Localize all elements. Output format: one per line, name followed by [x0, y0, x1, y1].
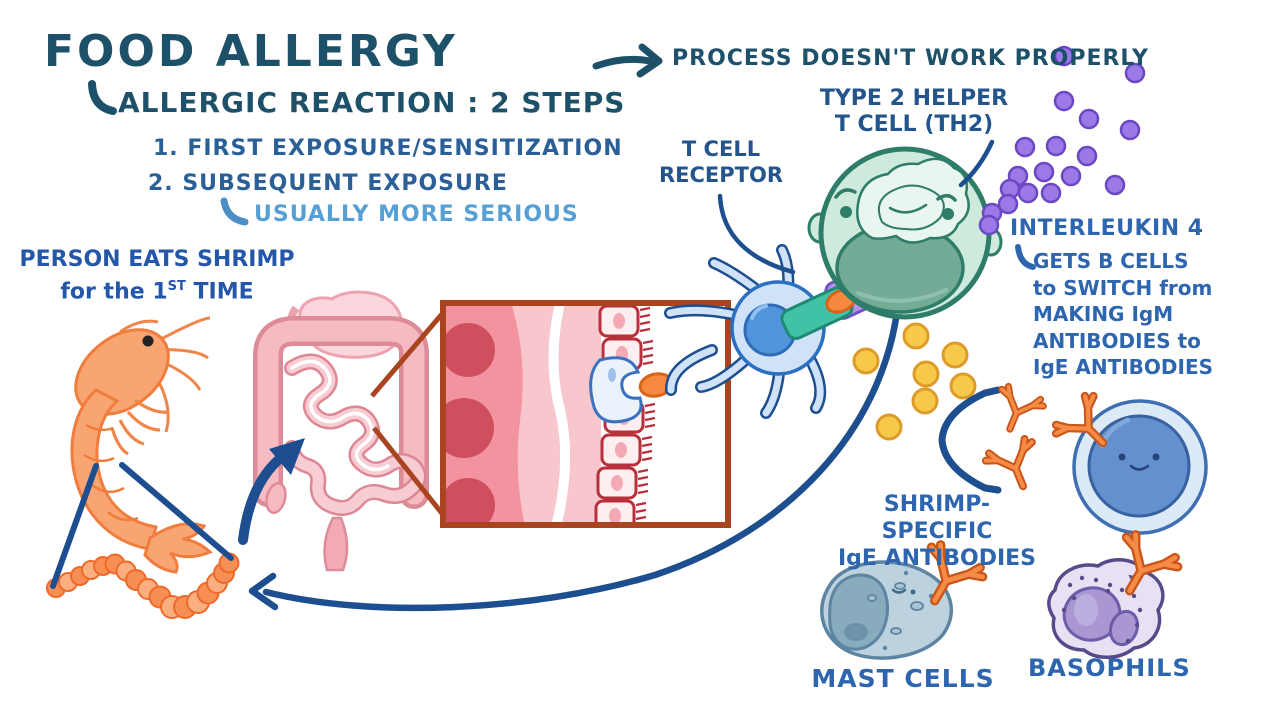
b-cell [1072, 399, 1208, 535]
t-cell-receptor-label: T CELL RECEPTOR [658, 137, 783, 187]
title-note: PROCESS DOESN'T WORK PROPERLY [672, 46, 1149, 71]
brace-bracket [938, 386, 1002, 494]
il4-molecule-dots [978, 45, 1146, 236]
antigen-dots [852, 322, 977, 441]
shrimp-specific-ige-label: SHRIMP-SPECIFIC IgE ANTIBODIES [837, 492, 1037, 571]
mast-cell [820, 560, 953, 660]
person-line2: for the 1ST TIME [60, 279, 254, 305]
curved-arrow-sensitization [248, 308, 901, 612]
step-2-note: USUALLY MORE SERIOUS [254, 202, 579, 227]
interleukin-4-label: INTERLEUKIN 4 [1010, 216, 1204, 241]
breakdown-lines [50, 462, 234, 589]
mast-cells-label: MAST CELLS [811, 664, 995, 693]
person-eats-shrimp-label: PERSON EATS SHRIMP for the 1ST TIME [16, 246, 298, 305]
gi-tract-illustration [253, 290, 429, 572]
basophils-label: BASOPHILS [1028, 654, 1191, 682]
subtitle: ALLERGIC REACTION : 2 STEPS [118, 86, 626, 119]
step-1: 1. FIRST EXPOSURE/SENSITIZATION [153, 136, 623, 161]
person-line1: PERSON EATS SHRIMP [19, 247, 295, 272]
intestinal-wall-inset [370, 300, 731, 528]
shrimp-illustration [70, 316, 213, 574]
step-2: 2. SUBSEQUENT EXPOSURE [148, 171, 508, 196]
page-title: FOOD ALLERGY [44, 26, 458, 77]
protein-bead-chain [46, 552, 240, 619]
arrow-to-intestine [238, 438, 305, 545]
th2-cell-label: TYPE 2 HELPER T CELL (TH2) [819, 86, 1009, 137]
interleukin-4-description: GETS B CELLS to SWITCH from MAKING IgM A… [1033, 249, 1214, 379]
th2-cell [807, 146, 1003, 320]
label-connectors [88, 43, 1036, 275]
